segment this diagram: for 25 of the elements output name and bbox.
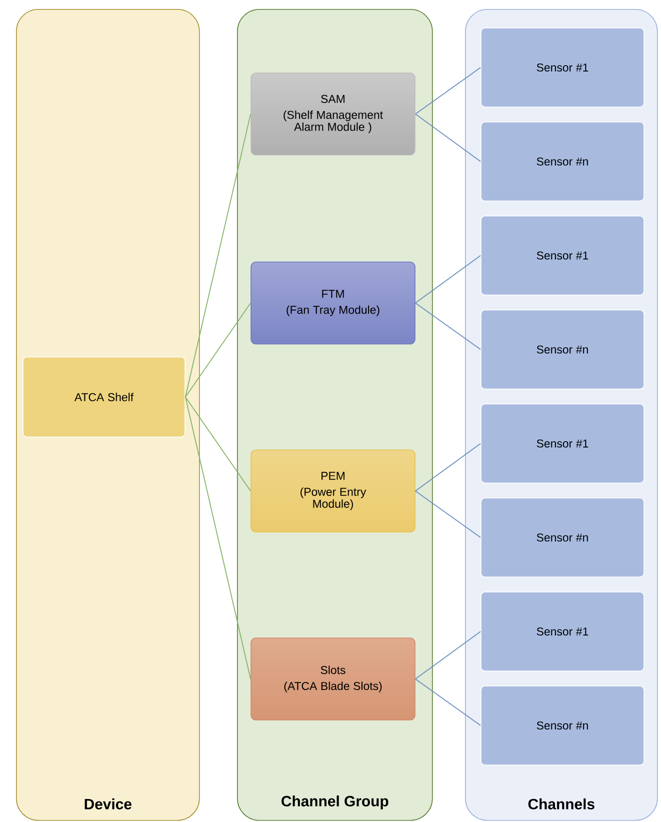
process-box: ATCA Shelf [22,356,186,438]
connector-line [414,255,482,304]
process-box: Sensor #n [480,310,644,390]
connector-line [184,396,252,492]
process-box: Sensor #1 [480,28,644,108]
connector-line [414,490,482,538]
connector-line [414,114,482,162]
connector-line [414,678,482,726]
connector-line [184,302,252,398]
process-box: Sensor #n [480,498,644,578]
process-box: Sensor #1 [480,216,644,296]
process-box: Sensor #1 [480,404,644,484]
connector-line [414,443,482,492]
process-box: SAM (Shelf Management Alarm Module ) [250,72,416,156]
connector-line [414,631,482,680]
process-box: Slots (ATCA Blade Slots) [250,638,416,720]
process-box: Sensor #1 [480,592,644,672]
process-box: Sensor #n [480,686,644,766]
connector-line [414,302,482,350]
process-box: FTM (Fan Tray Module) [250,262,416,344]
connector-line [184,114,252,398]
connector-line [414,67,482,114]
connector-line [184,396,252,680]
process-box: PEM (Power Entry Module) [250,450,416,532]
process-box: Sensor #n [480,122,644,202]
